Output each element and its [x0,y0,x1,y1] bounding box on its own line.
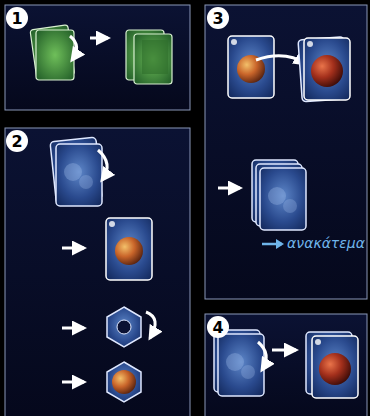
callout-number: 1 [6,7,28,29]
callout-number: 3 [207,7,229,29]
callout-number: 2 [6,130,28,152]
action-label: ανακάτεμα [287,235,365,251]
callout-number: 4 [207,316,229,338]
